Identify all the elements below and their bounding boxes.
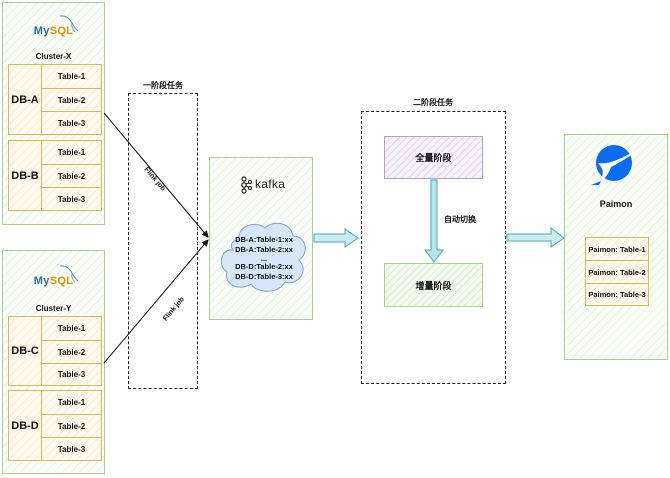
kafka-topic: ... xyxy=(260,254,268,263)
kafka-to-stage2-arrow xyxy=(313,228,359,248)
table-item: Table-1 xyxy=(57,324,86,333)
table-item: Table-2 xyxy=(42,164,101,187)
db-label: DB-B xyxy=(9,141,42,210)
table-item: Table-3 xyxy=(42,111,101,134)
paimon-table-item: Paimon: Table-1 xyxy=(588,244,646,254)
auto-switch-label: 自动切换 xyxy=(444,215,476,224)
mysql-logo-sql: SQL xyxy=(49,275,74,287)
mysql-logo-sql: SQL xyxy=(49,25,74,37)
db-group-a: DB-A Table-1 Table-2 Table-3 xyxy=(8,64,102,135)
cluster-name: Cluster-X xyxy=(35,52,72,61)
mysql-logo-my: My xyxy=(33,275,50,287)
paimon-logo-icon xyxy=(591,145,639,185)
db-group-d: DB-D Table-1 Table-2 Table-3 xyxy=(8,390,102,461)
mysql-dolphin-icon xyxy=(59,265,79,283)
paimon-name: Paimon xyxy=(599,199,633,209)
mysql-logo: MySQL xyxy=(3,25,104,37)
db-label: DB-D xyxy=(9,391,42,460)
kafka-logo-text: kafka xyxy=(255,177,286,191)
db-label: DB-A xyxy=(9,65,42,134)
kafka-container: kafka DB-A:Table-1:xx DB-A:Table-2:xx ..… xyxy=(209,157,313,320)
kafka-topic: DB-D:Table-2:xx xyxy=(235,262,293,271)
stage1-title: 一阶段任务 xyxy=(143,81,183,90)
mysql-dolphin-icon xyxy=(59,15,79,33)
full-phase-box: 全量阶段 xyxy=(384,136,483,179)
kafka-topic: DB-A:Table-2:xx xyxy=(235,245,293,254)
incremental-phase-box: 增量阶段 xyxy=(384,263,483,307)
table-item: Table-2 xyxy=(42,88,101,111)
stage2-to-paimon-arrow xyxy=(506,226,565,248)
cluster-x-container: MySQL Cluster-X DB-A Table-1 Table-2 Tab… xyxy=(2,2,105,225)
db-label: DB-C xyxy=(9,317,42,385)
table-item: Table-1 xyxy=(57,398,86,407)
paimon-table-group: Paimon: Table-1 Paimon: Table-2 Paimon: … xyxy=(585,237,649,306)
cluster-name: Cluster-Y xyxy=(35,304,72,313)
mysql-logo: MySQL xyxy=(3,275,104,287)
stage2-title: 二阶段任务 xyxy=(413,98,453,107)
table-item: Table-3 xyxy=(42,363,101,385)
table-item: Table-1 xyxy=(57,72,86,81)
kafka-topic: DB-D:Table-3:xx xyxy=(235,272,293,281)
kafka-icon xyxy=(241,176,252,194)
table-item: Table-2 xyxy=(42,340,101,363)
db-group-c: DB-C Table-1 Table-2 Table-3 xyxy=(8,316,102,386)
table-item: Table-2 xyxy=(42,414,101,437)
paimon-container: Paimon Paimon: Table-1 Paimon: Table-2 P… xyxy=(564,134,668,360)
table-item: Table-1 xyxy=(57,148,86,157)
paimon-table-item: Paimon: Table-3 xyxy=(586,283,648,305)
cluster-y-container: MySQL Cluster-Y DB-C Table-1 Table-2 Tab… xyxy=(2,250,105,474)
db-group-b: DB-B Table-1 Table-2 Table-3 xyxy=(8,140,102,211)
stage2-dashed-box xyxy=(361,111,506,384)
kafka-topic: DB-A:Table-1:xx xyxy=(235,235,293,244)
table-item: Table-3 xyxy=(42,437,101,460)
kafka-topic-list: DB-A:Table-1:xx DB-A:Table-2:xx ... DB-D… xyxy=(219,235,309,282)
table-item: Table-3 xyxy=(42,187,101,210)
paimon-table-item: Paimon: Table-2 xyxy=(586,260,648,283)
kafka-cloud-shape xyxy=(220,222,306,292)
mysql-logo-my: My xyxy=(33,25,50,37)
stage1-dashed-box xyxy=(128,93,198,389)
